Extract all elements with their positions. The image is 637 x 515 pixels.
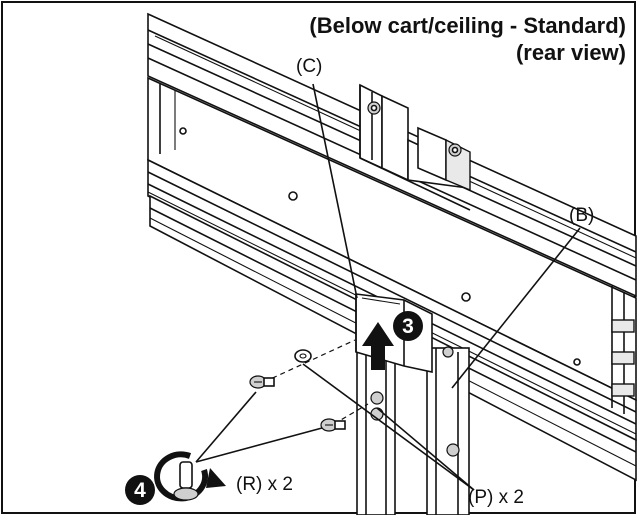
hardware [249, 339, 369, 432]
step-3-badge: 3 [393, 311, 423, 341]
top-bracket [359, 83, 471, 211]
callout-r: (R) x 2 [236, 474, 293, 495]
step-4-number: 4 [134, 479, 146, 502]
callout-c: (C) [296, 56, 322, 77]
diagram-title: (Below cart/ceiling - Standard) [309, 13, 626, 38]
rotate-clockwise-icon [154, 451, 226, 502]
diagram-subtitle: (rear view) [516, 40, 626, 65]
screw-r-1 [249, 375, 275, 389]
push-up-arrow-icon [362, 322, 394, 370]
callout-p: (P) x 2 [468, 487, 524, 508]
callout-b: (B) [569, 205, 594, 226]
washer-p [294, 349, 312, 363]
screw-r-2 [320, 418, 346, 432]
step-4-badge: 4 [125, 475, 155, 505]
leader-lines [195, 83, 581, 491]
step-3-number: 3 [402, 315, 414, 338]
